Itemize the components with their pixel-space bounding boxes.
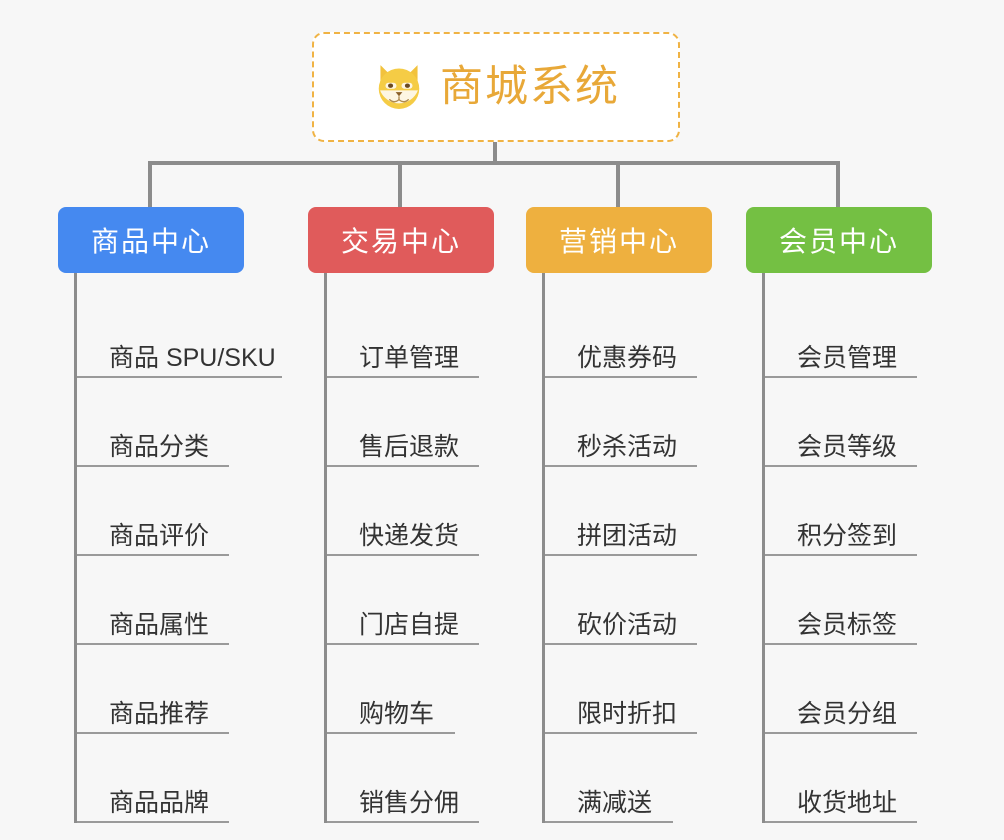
connector-drop-3 <box>616 161 620 207</box>
leaf-item[interactable]: 积分签到 <box>765 467 946 556</box>
branch-children-marketing: 优惠券码 秒杀活动 拼团活动 砍价活动 限时折扣 满减送 <box>542 273 726 823</box>
leaf-label: 会员管理 <box>797 343 898 372</box>
leaf-item[interactable]: 秒杀活动 <box>545 378 726 467</box>
branch-header-trade[interactable]: 交易中心 <box>308 207 494 273</box>
leaf-label: 门店自提 <box>359 610 460 639</box>
leaf-label: 拼团活动 <box>577 521 678 550</box>
branch-column-marketing: 营销中心 优惠券码 秒杀活动 拼团活动 砍价活动 限时折扣 满减送 <box>526 207 726 823</box>
leaf-label: 积分签到 <box>797 521 898 550</box>
leaf-item[interactable]: 商品属性 <box>77 556 278 645</box>
leaf-underline <box>327 821 479 823</box>
leaf-underline <box>545 643 697 645</box>
leaf-item[interactable]: 限时折扣 <box>545 645 726 734</box>
shiba-dog-face-icon <box>378 65 420 111</box>
branch-header-marketing[interactable]: 营销中心 <box>526 207 712 273</box>
leaf-label: 销售分佣 <box>359 788 460 817</box>
leaf-label: 商品属性 <box>109 610 210 639</box>
leaf-underline <box>765 643 917 645</box>
leaf-underline <box>77 821 229 823</box>
leaf-label: 商品 SPU/SKU <box>109 343 276 372</box>
leaf-item[interactable]: 会员分组 <box>765 645 946 734</box>
branch-children-member: 会员管理 会员等级 积分签到 会员标签 会员分组 收货地址 <box>762 273 946 823</box>
root-title: 商城系统 <box>440 62 620 111</box>
branch-children-trade: 订单管理 售后退款 快递发货 门店自提 购物车 销售分佣 <box>324 273 518 823</box>
leaf-label: 砍价活动 <box>577 610 678 639</box>
leaf-underline <box>765 821 917 823</box>
leaf-label: 收货地址 <box>797 788 898 817</box>
leaf-item[interactable]: 收货地址 <box>765 734 946 823</box>
leaf-underline <box>327 732 455 734</box>
leaf-underline <box>327 643 479 645</box>
leaf-underline <box>327 465 479 467</box>
leaf-label: 商品品牌 <box>109 788 210 817</box>
branch-header-member[interactable]: 会员中心 <box>746 207 932 273</box>
leaf-item[interactable]: 商品评价 <box>77 467 278 556</box>
leaf-underline <box>77 465 229 467</box>
leaf-label: 购物车 <box>359 699 435 728</box>
leaf-underline <box>545 554 697 556</box>
leaf-label: 会员标签 <box>797 610 898 639</box>
leaf-item[interactable]: 会员管理 <box>765 289 946 378</box>
leaf-underline <box>545 821 673 823</box>
connector-drop-1 <box>148 161 152 207</box>
leaf-underline <box>77 376 282 378</box>
leaf-underline <box>327 554 479 556</box>
leaf-underline <box>765 732 917 734</box>
leaf-item[interactable]: 购物车 <box>327 645 518 734</box>
leaf-item[interactable]: 拼团活动 <box>545 467 726 556</box>
connector-drop-2 <box>398 161 402 207</box>
leaf-label: 商品推荐 <box>109 699 210 728</box>
leaf-label: 会员分组 <box>797 699 898 728</box>
leaf-item[interactable]: 砍价活动 <box>545 556 726 645</box>
branch-column-member: 会员中心 会员管理 会员等级 积分签到 会员标签 会员分组 收货地址 <box>746 207 946 823</box>
branch-column-product: 商品中心 商品 SPU/SKU 商品分类 商品评价 商品属性 商品推荐 商品品牌 <box>58 207 282 823</box>
leaf-label: 秒杀活动 <box>577 432 678 461</box>
leaf-item[interactable]: 满减送 <box>545 734 726 823</box>
leaf-label: 订单管理 <box>359 343 460 372</box>
leaf-item[interactable]: 会员等级 <box>765 378 946 467</box>
branch-column-trade: 交易中心 订单管理 售后退款 快递发货 门店自提 购物车 销售分佣 <box>308 207 518 823</box>
leaf-item[interactable]: 门店自提 <box>327 556 518 645</box>
leaf-item[interactable]: 售后退款 <box>327 378 518 467</box>
leaf-item[interactable]: 优惠券码 <box>545 289 726 378</box>
leaf-label: 限时折扣 <box>577 699 678 728</box>
leaf-underline <box>765 465 917 467</box>
connector-drop-4 <box>836 161 840 207</box>
leaf-underline <box>765 554 917 556</box>
connector-root-stem <box>493 142 497 164</box>
leaf-item[interactable]: 订单管理 <box>327 289 518 378</box>
branch-header-product[interactable]: 商品中心 <box>58 207 244 273</box>
leaf-underline <box>77 554 229 556</box>
leaf-label: 优惠券码 <box>577 343 678 372</box>
leaf-label: 售后退款 <box>359 432 460 461</box>
leaf-item[interactable]: 快递发货 <box>327 467 518 556</box>
connector-horizontal-bus <box>150 161 840 165</box>
leaf-item[interactable]: 销售分佣 <box>327 734 518 823</box>
leaf-item[interactable]: 商品推荐 <box>77 645 278 734</box>
leaf-label: 商品评价 <box>109 521 210 550</box>
leaf-label: 满减送 <box>577 788 653 817</box>
leaf-underline <box>77 643 229 645</box>
leaf-underline <box>77 732 229 734</box>
leaf-underline <box>545 465 697 467</box>
leaf-item[interactable]: 商品品牌 <box>77 734 278 823</box>
leaf-underline <box>545 732 697 734</box>
leaf-item[interactable]: 会员标签 <box>765 556 946 645</box>
leaf-label: 会员等级 <box>797 432 898 461</box>
leaf-label: 商品分类 <box>109 432 210 461</box>
leaf-label: 快递发货 <box>359 521 460 550</box>
leaf-item[interactable]: 商品分类 <box>77 378 278 467</box>
leaf-underline <box>327 376 479 378</box>
leaf-underline <box>545 376 697 378</box>
leaf-item[interactable]: 商品 SPU/SKU <box>77 289 282 378</box>
branch-children-product: 商品 SPU/SKU 商品分类 商品评价 商品属性 商品推荐 商品品牌 <box>74 273 282 823</box>
root-node[interactable]: 商城系统 <box>312 32 680 142</box>
leaf-underline <box>765 376 917 378</box>
